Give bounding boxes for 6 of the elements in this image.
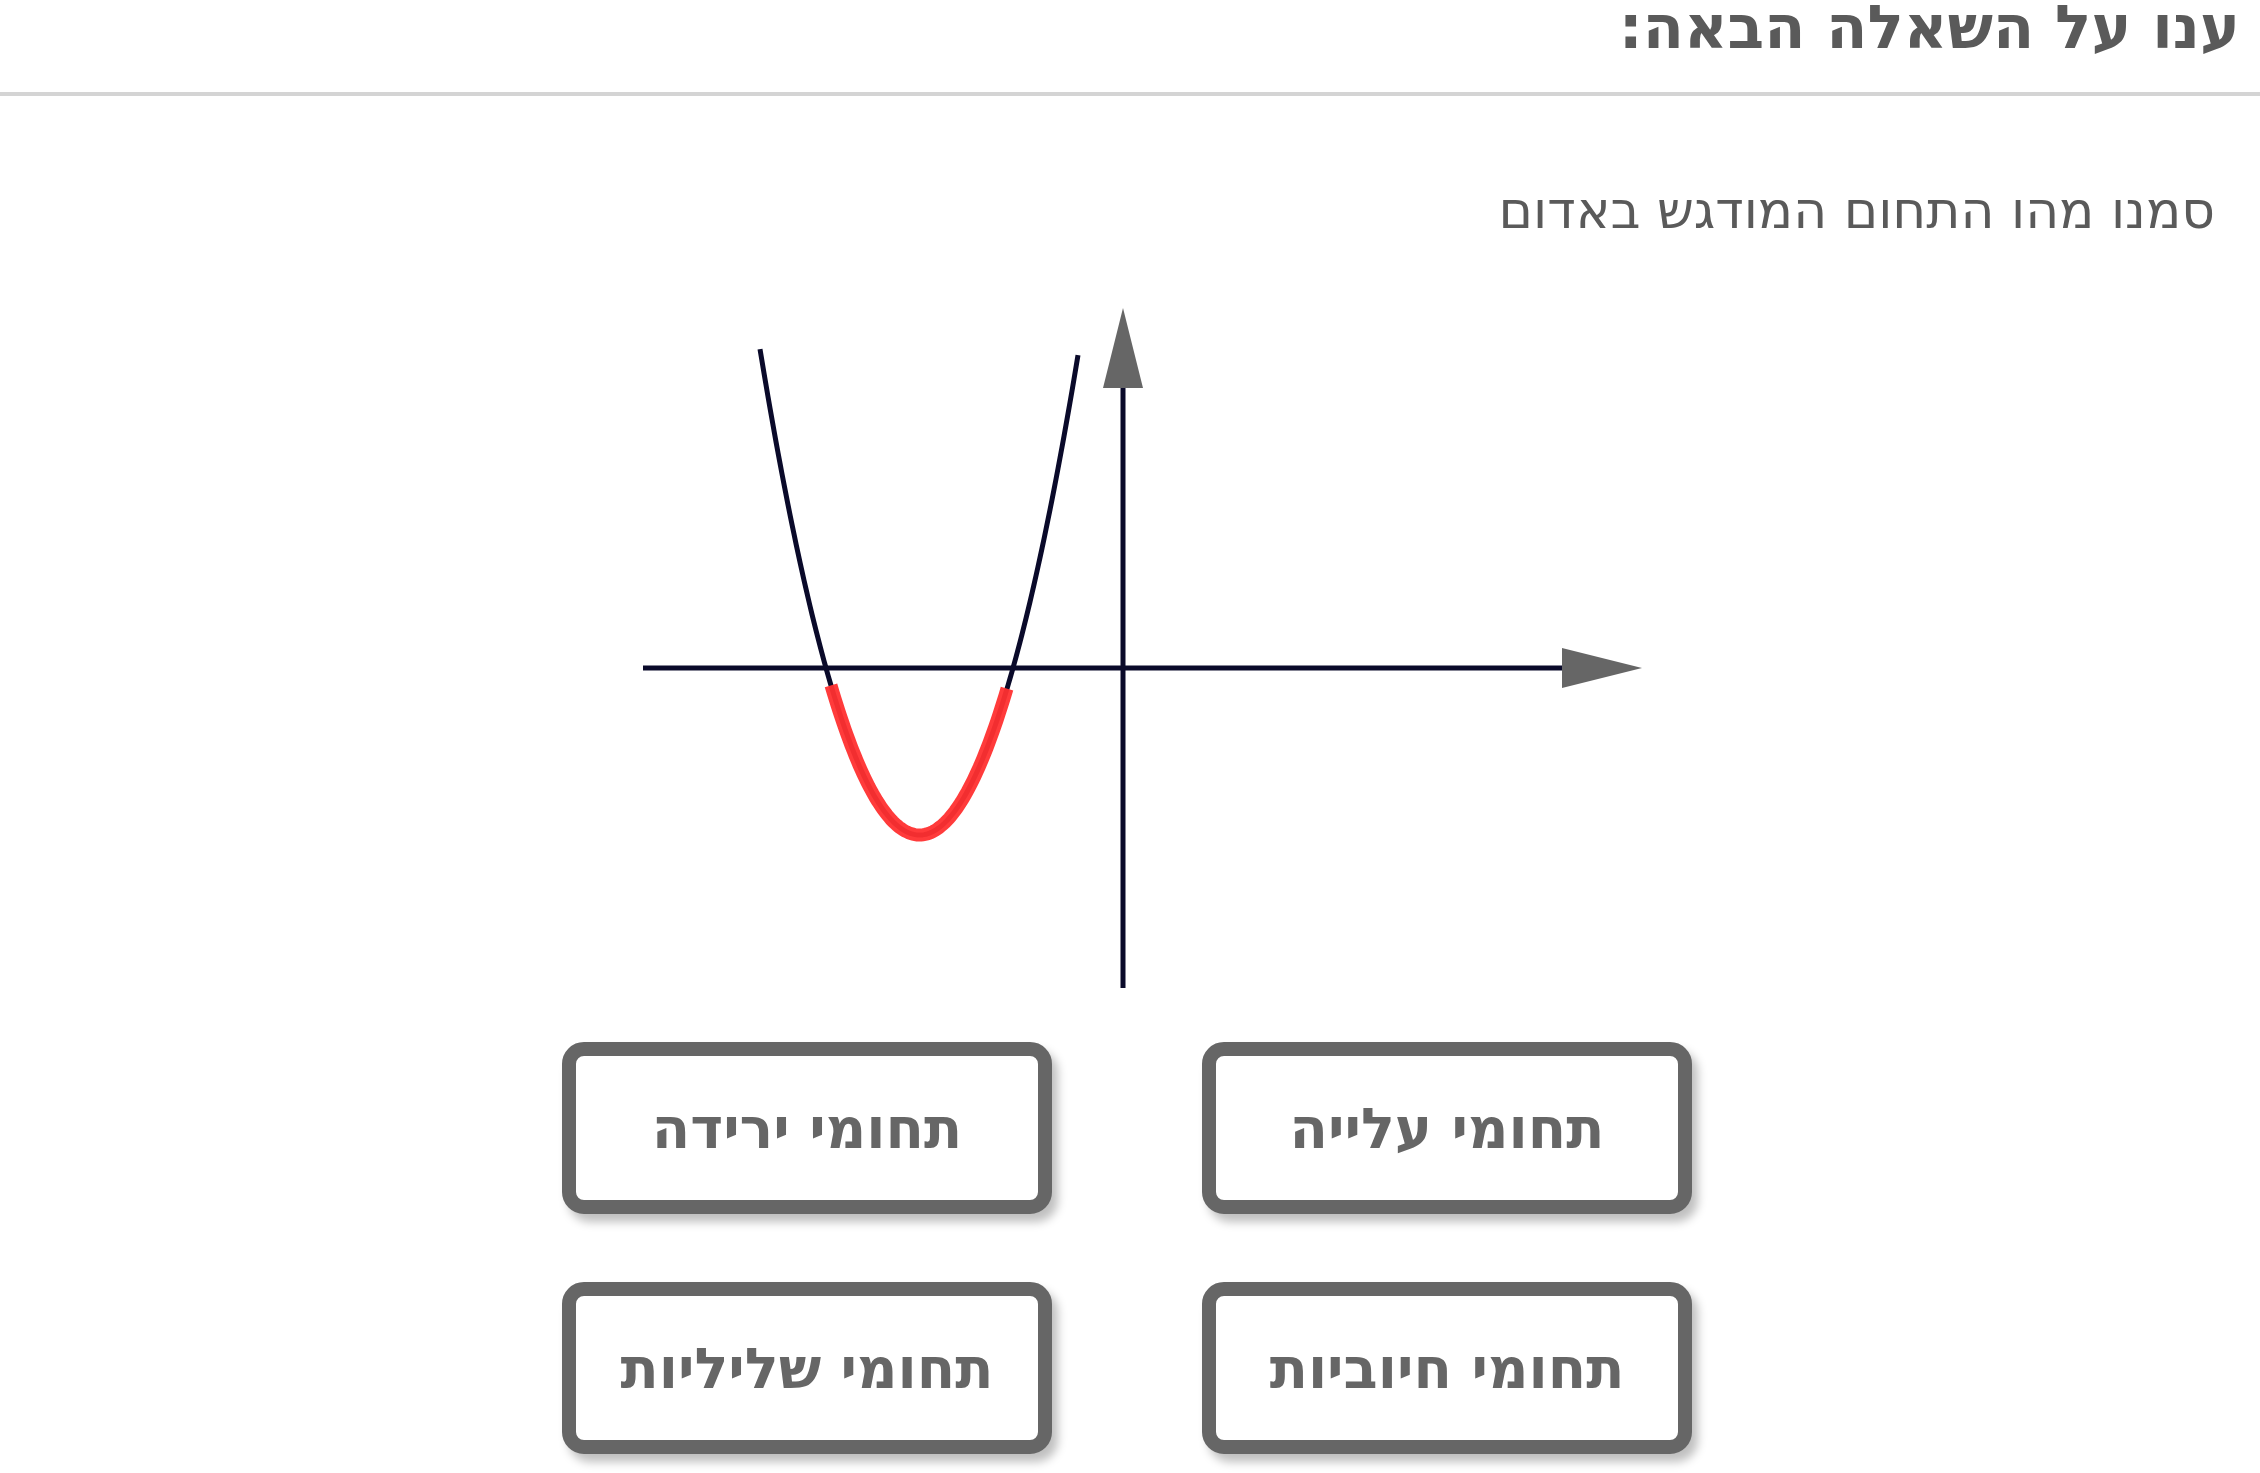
instruction-text: סמנו מהו התחום המודגש באדום <box>1498 180 2215 240</box>
answer-button: תחומי שליליות <box>562 1282 1052 1454</box>
answer-button: תחומי ירידה <box>562 1042 1052 1214</box>
answer-button: תחומי עלייה <box>1202 1042 1692 1214</box>
heading: ענו על השאלה הבאה: <box>1618 0 2240 62</box>
answer-button: תחומי חיוביות <box>1202 1282 1692 1454</box>
